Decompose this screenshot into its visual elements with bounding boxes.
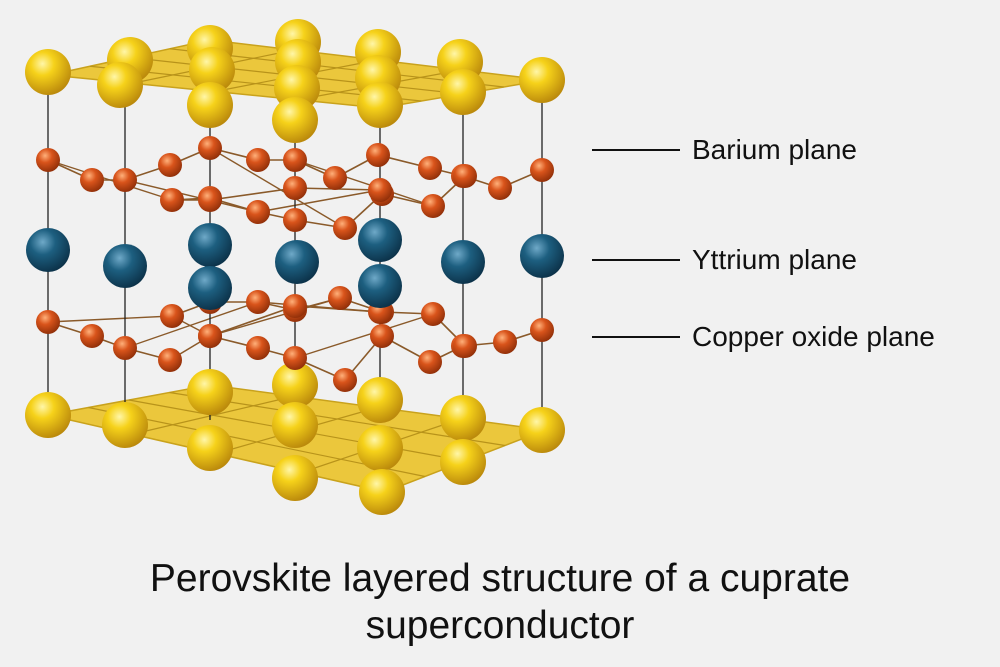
cu-o-bond: [124, 179, 259, 213]
barium-atom: [187, 425, 233, 471]
barium-atom: [357, 377, 403, 423]
copper-oxide-atom: [283, 176, 307, 200]
barium-atom: [357, 425, 403, 471]
yttrium-atom: [188, 266, 232, 310]
cu-o-bond: [294, 313, 434, 359]
label-copper-oxide-plane: Copper oxide plane: [592, 317, 935, 357]
label-text: Yttrium plane: [692, 244, 857, 275]
barium-atom: [519, 57, 565, 103]
copper-oxide-atom: [283, 294, 307, 318]
copper-oxide-atom: [160, 304, 184, 328]
yttrium-atom: [26, 228, 70, 272]
barium-atom: [440, 395, 486, 441]
yttrium-atom: [358, 218, 402, 262]
cu-o-bond: [209, 147, 346, 229]
leader-line: [592, 149, 680, 151]
barium-atom: [272, 455, 318, 501]
yttrium-atom: [103, 244, 147, 288]
cu-o-bond: [47, 315, 173, 323]
barium-atom: [519, 407, 565, 453]
copper-oxide-atom: [160, 188, 184, 212]
yttrium-atom: [441, 240, 485, 284]
barium-atom: [272, 402, 318, 448]
diagram-caption: Perovskite layered structure of a cuprat…: [0, 555, 1000, 649]
copper-oxide-atom: [80, 168, 104, 192]
barium-atom: [359, 469, 405, 515]
copper-oxide-atom: [453, 334, 477, 358]
copper-oxide-atom: [333, 368, 357, 392]
label-text: Copper oxide plane: [692, 321, 935, 352]
copper-oxide-atom: [418, 156, 442, 180]
copper-oxide-atom: [246, 148, 270, 172]
label-barium-plane: Barium plane: [592, 130, 857, 170]
yttrium-atom: [520, 234, 564, 278]
copper-oxide-atom: [198, 324, 222, 348]
yttrium-atom: [275, 240, 319, 284]
barium-atom: [272, 362, 318, 408]
copper-oxide-atom: [246, 200, 270, 224]
copper-oxide-atom: [246, 290, 270, 314]
cu-o-bond: [294, 159, 434, 207]
yttrium-atom: [188, 223, 232, 267]
leader-line: [592, 259, 680, 261]
copper-oxide-atom: [113, 168, 137, 192]
barium-atom: [97, 62, 143, 108]
caption-line-1: Perovskite layered structure of a cuprat…: [149, 557, 851, 600]
copper-oxide-atom: [36, 148, 60, 172]
yttrium-atom: [358, 264, 402, 308]
copper-oxide-atom: [421, 194, 445, 218]
barium-atom: [25, 49, 71, 95]
barium-atom: [440, 69, 486, 115]
copper-oxide-atom: [328, 286, 352, 310]
copper-oxide-atom: [530, 318, 554, 342]
copper-oxide-atom: [530, 158, 554, 182]
copper-oxide-atom: [113, 336, 137, 360]
barium-atom: [357, 82, 403, 128]
copper-oxide-atom: [80, 324, 104, 348]
cu-o-bond: [209, 187, 296, 201]
copper-oxide-atom: [493, 330, 517, 354]
copper-oxide-atom: [198, 188, 222, 212]
cu-o-bond: [124, 301, 259, 349]
label-yttrium-plane: Yttrium plane: [592, 240, 857, 280]
cu-o-bond: [47, 159, 173, 201]
barium-atom: [25, 392, 71, 438]
copper-oxide-atom: [333, 216, 357, 240]
cu-o-bond: [257, 301, 381, 313]
copper-oxide-atom: [283, 148, 307, 172]
barium-atom: [102, 402, 148, 448]
copper-oxide-atom: [370, 324, 394, 348]
barium-atom: [187, 369, 233, 415]
copper-oxide-atom: [368, 178, 392, 202]
copper-oxide-atom: [246, 336, 270, 360]
leader-line: [592, 336, 680, 338]
copper-oxide-atom: [283, 208, 307, 232]
copper-oxide-atom: [421, 302, 445, 326]
lattice-atoms: [25, 19, 565, 515]
barium-atom: [189, 47, 235, 93]
barium-atom: [272, 97, 318, 143]
barium-atom: [187, 82, 233, 128]
label-text: Barium plane: [692, 134, 857, 165]
cu-o-bond: [209, 297, 341, 337]
copper-oxide-atom: [36, 310, 60, 334]
cu-o-bond: [257, 189, 381, 213]
copper-oxide-atom: [418, 350, 442, 374]
copper-oxide-atom: [323, 166, 347, 190]
copper-oxide-atom: [453, 164, 477, 188]
copper-oxide-atom: [158, 348, 182, 372]
copper-oxide-atom: [488, 176, 512, 200]
caption-line-2: superconductor: [365, 604, 635, 647]
barium-atom: [440, 439, 486, 485]
copper-oxide-atom: [283, 346, 307, 370]
copper-oxide-atom: [198, 136, 222, 160]
copper-oxide-atom: [158, 153, 182, 177]
copper-oxide-atom: [366, 143, 390, 167]
cu-o-bond: [209, 305, 296, 337]
